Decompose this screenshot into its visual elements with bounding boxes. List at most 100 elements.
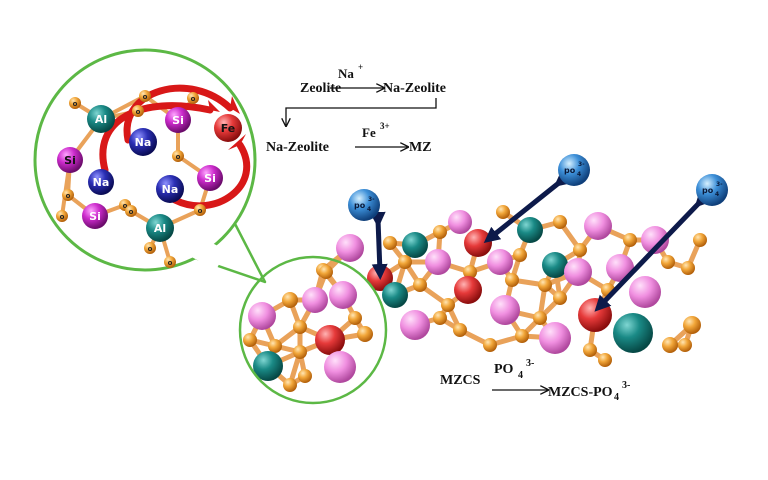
framework-oxygen-atom [553, 215, 567, 229]
silicon-atom-sphere [57, 147, 83, 173]
adsorption-arrow [369, 211, 388, 280]
oxygen-sphere [139, 90, 151, 102]
framework-oxygen-atom [283, 378, 297, 392]
framework-oxygen-atom [483, 338, 497, 352]
exchange-arrow-head [208, 100, 220, 112]
silicon-atom: Si [197, 165, 223, 191]
oxygen-label: o [123, 202, 128, 210]
iron-atom-label: Fe [221, 122, 236, 135]
framework-oxygen-atom [515, 329, 529, 343]
r3-reagent: PO [494, 362, 514, 377]
framework-iron-atom [578, 298, 612, 332]
silicon-atom-label: Si [64, 154, 76, 167]
phosphate-sub: 4 [367, 206, 371, 213]
framework-oxygen-atom [661, 255, 675, 269]
framework-oxygen-atom [678, 338, 692, 352]
framework-iron-atom [464, 229, 492, 257]
sodium-atom: Na [88, 169, 114, 195]
phosphate-label: po [354, 201, 366, 210]
framework-oxygen-atom [693, 233, 707, 247]
framework-oxygen-atom [413, 278, 427, 292]
silicon-atom-sphere [197, 165, 223, 191]
oxygen-sphere [56, 210, 68, 222]
oxygen-sphere [194, 204, 206, 216]
framework-oxygen-atom [463, 265, 477, 279]
exchange-arrow-head [230, 96, 240, 114]
framework-iron-atom [315, 325, 345, 355]
framework-aluminium-atom [253, 351, 283, 381]
r3-reagent-sub: 4 [518, 370, 523, 381]
iron-atom: Fe [214, 114, 242, 142]
framework-silicon-atom [629, 276, 661, 308]
silicon-atom: Si [165, 107, 191, 133]
exchange-arrow [99, 102, 214, 174]
aluminium-atom-label: Al [95, 113, 107, 126]
phosphate-sphere [558, 154, 590, 186]
framework-oxygen-atom [553, 291, 567, 305]
oxygen-label: o [168, 259, 173, 267]
oxygen-label: o [198, 207, 203, 215]
oxygen-label: o [60, 213, 65, 221]
phosphate-sub: 4 [577, 171, 581, 178]
oxygen-atom: o [194, 204, 206, 216]
framework-oxygen-atom [348, 311, 362, 325]
framework-silicon-atom [248, 302, 276, 330]
framework-aluminium-atom [382, 282, 408, 308]
r3-reagent-charge: 3- [526, 358, 534, 369]
framework-aluminium-atom [613, 313, 653, 353]
reaction-3: MZCS PO 4 3- MZCS-PO 4 3- [440, 358, 630, 403]
phosphate-sub: 4 [715, 191, 719, 198]
sodium-atom-sphere [129, 128, 157, 156]
framework-oxygen-atom [623, 233, 637, 247]
sodium-atom: Na [156, 175, 184, 203]
framework-oxygen-atom [598, 353, 612, 367]
oxygen-atom: o [187, 92, 199, 104]
framework-oxygen-atom [505, 273, 519, 287]
oxygen-label: o [66, 192, 71, 200]
aluminium-atom-sphere [146, 214, 174, 242]
framework-oxygen-atom [293, 320, 307, 334]
oxygen-label: o [73, 100, 78, 108]
oxygen-atom: o [125, 205, 137, 217]
framework-oxygen-atom [383, 236, 397, 250]
framework-aluminium-atom [517, 217, 543, 243]
silicon-atom-label: Si [89, 210, 101, 223]
sodium-atom-sphere [156, 175, 184, 203]
r1-reactant: Zeolite [300, 81, 341, 96]
framework-silicon-atom [564, 258, 592, 286]
r3-product: MZCS-PO [548, 385, 613, 400]
framework-oxygen-atom [282, 292, 298, 308]
oxygen-label: o [143, 93, 148, 101]
framework-oxygen-atom [681, 261, 695, 275]
aluminium-atom: Al [146, 214, 174, 242]
oxygen-atom: o [132, 105, 144, 117]
oxygen-atom: o [62, 189, 74, 201]
silicon-atom: Si [57, 147, 83, 173]
framework-silicon-atom [448, 210, 472, 234]
phosphate-label: po [702, 186, 714, 195]
framework-oxygen-atom [662, 337, 678, 353]
oxygen-sphere [164, 256, 176, 268]
framework-oxygen-atom [683, 316, 701, 334]
framework-silicon-atom [487, 249, 513, 275]
framework-oxygen-atom [433, 225, 447, 239]
framework-silicon-atom [400, 310, 430, 340]
phosphate-charge: 3- [578, 161, 585, 168]
phosphate-charge: 3- [716, 181, 723, 188]
framework-silicon-atom [490, 295, 520, 325]
r3-reactant: MZCS [440, 373, 481, 388]
phosphate-label: po [564, 166, 576, 175]
framework-oxygen-atom [453, 323, 467, 337]
oxygen-label: o [129, 208, 134, 216]
framework-aluminium-atom [402, 232, 428, 258]
aluminium-atom-sphere [87, 105, 115, 133]
oxygen-sphere [144, 242, 156, 254]
adsorption-arrow [483, 170, 572, 243]
oxygen-atom: o [144, 242, 156, 254]
sodium-atom-label: Na [93, 176, 110, 189]
framework-oxygen-atom [513, 248, 527, 262]
